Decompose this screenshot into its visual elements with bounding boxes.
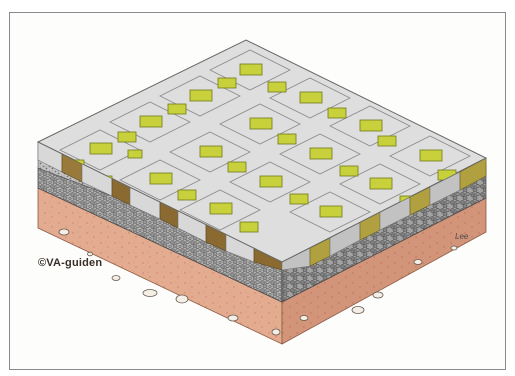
artist-signature: Lee: [455, 232, 468, 241]
copyright-credit: ©VA-guiden: [38, 257, 102, 269]
